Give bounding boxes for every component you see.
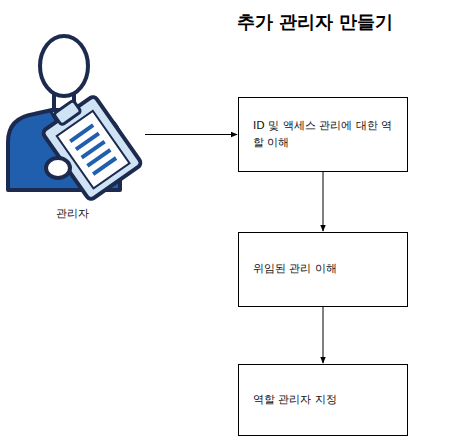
process-box: 역할 관리자 지정 (238, 364, 408, 436)
flow-arrow (323, 172, 324, 231)
process-box: ID 및 액세스 관리에 대한 역할 이해 (238, 97, 408, 172)
step-text: 위임된 관리 이해 (253, 261, 337, 278)
actor-label: 관리자 (0, 206, 145, 221)
diagram-title: 추가 관리자 만들기 (237, 10, 394, 34)
step-text: 역할 관리자 지정 (253, 392, 337, 409)
administrator-icon (0, 30, 145, 195)
step-text: ID 및 액세스 관리에 대한 역할 이해 (253, 118, 393, 151)
flow-arrow (145, 134, 237, 135)
administrator-figure: 관리자 (0, 30, 145, 225)
flow-arrow (323, 307, 324, 363)
process-box: 위임된 관리 이해 (238, 232, 408, 307)
